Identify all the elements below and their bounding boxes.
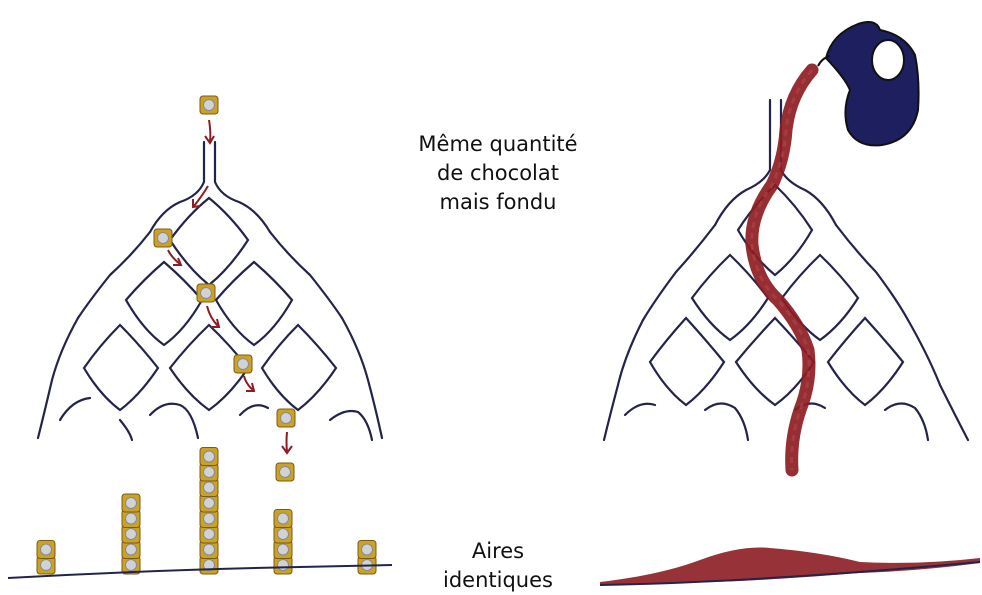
chocolate-coin-icon: [234, 355, 252, 373]
coin-stack: [200, 448, 218, 575]
chocolate-coin-icon: [154, 229, 172, 247]
caption-line: de chocolat: [388, 159, 608, 188]
melted-chocolate-area: [600, 548, 980, 586]
caption-same-quantity: Même quantité de chocolat mais fondu: [388, 130, 608, 217]
coin-stack: [274, 510, 292, 575]
chocolate-coin-icon: [197, 284, 215, 302]
caption-line: Même quantité: [388, 130, 608, 159]
coin-stack: [37, 541, 55, 575]
coin-stack: [122, 494, 140, 574]
chocolate-coin-icon: [122, 494, 140, 512]
chocolate-coin-icon: [277, 409, 295, 427]
coin-stacks: [37, 448, 376, 575]
chocolate-coin-icon: [37, 541, 55, 559]
pitcher-icon: [818, 22, 919, 145]
caption-line: mais fondu: [388, 188, 608, 217]
down-arrow-icon: [168, 120, 292, 453]
caption-line: Aires: [398, 537, 598, 566]
chocolate-coin-icon: [200, 448, 218, 466]
caption-line: identiques: [398, 566, 598, 595]
chocolate-coin-icon: [200, 96, 218, 114]
chocolate-coin-icon: [276, 463, 294, 481]
chocolate-coin-icon: [274, 510, 292, 528]
falling-coin-path: [154, 96, 295, 453]
caption-identical-areas: Aires identiques: [398, 537, 598, 595]
coin-stack: [358, 541, 376, 575]
chocolate-coin-icon: [358, 541, 376, 559]
